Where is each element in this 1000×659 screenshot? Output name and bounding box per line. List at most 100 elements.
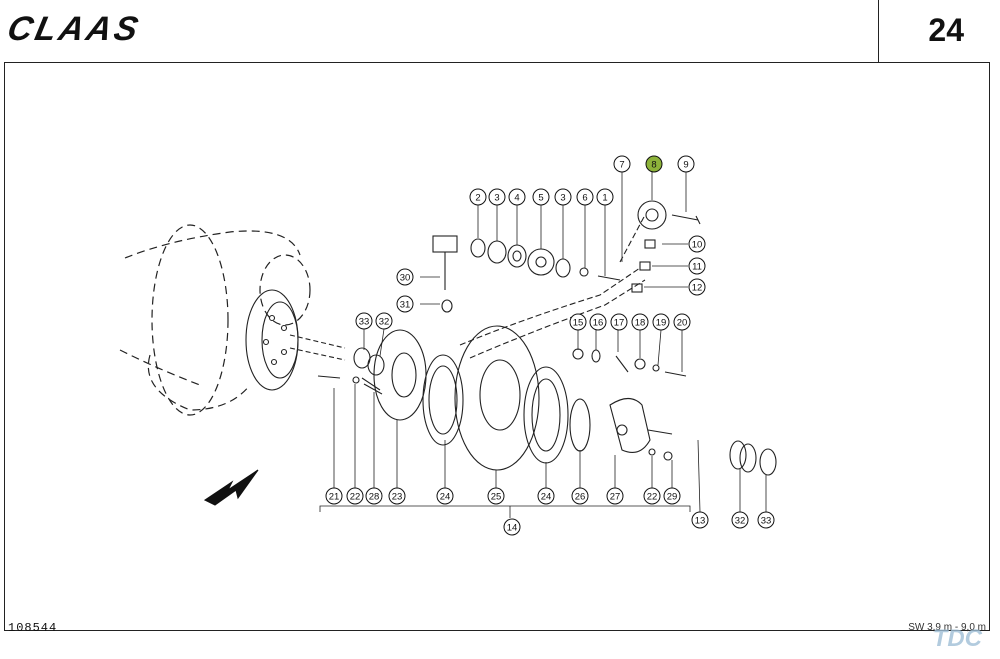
callout-label: 8 (651, 159, 656, 170)
leader-lines (319, 172, 767, 518)
callout-label: 11 (692, 261, 702, 272)
callout-circle (532, 188, 550, 206)
callout-circle (691, 511, 709, 529)
callout-label: 9 (683, 159, 688, 170)
direction-arrow (203, 469, 259, 506)
callout-circle (645, 155, 663, 173)
callout-circle (688, 235, 706, 253)
callout-circle (436, 487, 454, 505)
callout-14: 14 (503, 518, 521, 536)
callout-label: 3 (560, 192, 565, 203)
callout-label: 26 (575, 491, 586, 502)
callout-3: 3 (488, 188, 506, 206)
callout-label: 12 (692, 282, 703, 293)
callout-26: 26 (571, 487, 589, 505)
callout-17: 17 (610, 313, 628, 331)
callout-label: 22 (647, 491, 658, 502)
callout-label: 15 (573, 317, 584, 328)
callout-11: 11 (688, 257, 706, 275)
callout-circle (396, 295, 414, 313)
callout-24: 24 (436, 487, 454, 505)
callout-9: 9 (677, 155, 695, 173)
callout-circle (673, 313, 691, 331)
callout-circle (757, 511, 775, 529)
callout-circle (589, 313, 607, 331)
callout-16: 16 (589, 313, 607, 331)
callout-label: 32 (735, 515, 746, 526)
page-number-box (878, 0, 879, 62)
callout-label: 24 (440, 491, 451, 502)
callout-label: 30 (400, 272, 411, 283)
callout-8: 8 (645, 155, 663, 173)
callout-circle (576, 188, 594, 206)
callout-circle (688, 257, 706, 275)
callout-label: 22 (350, 491, 361, 502)
drawing-number: 108544 (8, 621, 58, 635)
callout-label: 7 (619, 159, 624, 170)
callout-2: 2 (469, 188, 487, 206)
callout-label: 24 (541, 491, 552, 502)
callout-circle (503, 518, 521, 536)
callout-label: 16 (593, 317, 604, 328)
callout-circle (643, 487, 661, 505)
callout-18: 18 (631, 313, 649, 331)
callout-1: 1 (596, 188, 614, 206)
callout-33: 33 (757, 511, 775, 529)
callout-circle (388, 487, 406, 505)
callout-circle (355, 312, 373, 330)
watermark-logo: TDC (932, 625, 982, 652)
callout-circle (375, 312, 393, 330)
callout-21: 21 (325, 487, 343, 505)
callout-20: 20 (673, 313, 691, 331)
callout-4: 4 (508, 188, 526, 206)
callout-3: 3 (554, 188, 572, 206)
callout-circle (346, 487, 364, 505)
callout-label: 2 (475, 192, 480, 203)
callout-label: 18 (635, 317, 646, 328)
callout-15: 15 (569, 313, 587, 331)
callout-30: 30 (396, 268, 414, 286)
callout-19: 19 (652, 313, 670, 331)
fasteners-10-12 (631, 239, 656, 293)
callout-32: 32 (731, 511, 749, 529)
callout-circle (569, 313, 587, 331)
callout-25: 25 (487, 487, 505, 505)
callout-circle (571, 487, 589, 505)
callout-circle (606, 487, 624, 505)
callout-label: 10 (692, 239, 703, 250)
callout-label: 33 (359, 316, 370, 327)
callout-6: 6 (576, 188, 594, 206)
model-range: SW 3,9 m - 9,0 m (908, 622, 986, 633)
callout-circle (469, 188, 487, 206)
callout-circle (596, 188, 614, 206)
callout-circle (365, 487, 383, 505)
callout-32: 32 (375, 312, 393, 330)
callout-circle (613, 155, 631, 173)
callout-label: 23 (392, 491, 403, 502)
callout-label: 20 (677, 317, 688, 328)
callout-circle (396, 268, 414, 286)
page-number: 24 (928, 12, 964, 48)
callout-label: 28 (369, 491, 380, 502)
callout-label: 27 (610, 491, 621, 502)
callout-circle (325, 487, 343, 505)
callout-circle (487, 487, 505, 505)
callout-label: 17 (614, 317, 625, 328)
callout-circle (610, 313, 628, 331)
callout-circle (677, 155, 695, 173)
callout-circle (731, 511, 749, 529)
callout-29: 29 (663, 487, 681, 505)
callout-5: 5 (532, 188, 550, 206)
callout-label: 3 (494, 192, 499, 203)
callout-13: 13 (691, 511, 709, 529)
callout-circle (652, 313, 670, 331)
callout-label: 14 (507, 522, 518, 533)
callout-22: 22 (346, 487, 364, 505)
callout-label: 4 (514, 192, 519, 203)
callout-31: 31 (396, 295, 414, 313)
rotor-hub (245, 289, 346, 391)
callout-label: 25 (491, 491, 502, 502)
callout-23: 23 (388, 487, 406, 505)
